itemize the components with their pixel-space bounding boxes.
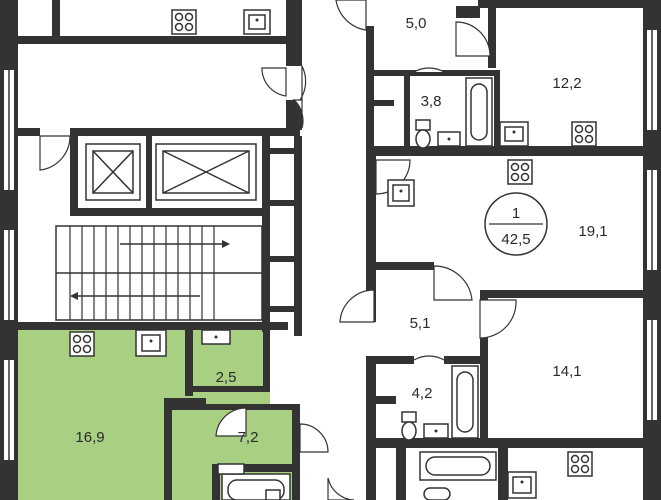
bathtub-icon xyxy=(451,365,479,439)
fixtures xyxy=(69,9,597,500)
room-area-label: 14,1 xyxy=(552,363,581,380)
sink-icon xyxy=(243,9,271,35)
highlighted-apartment[interactable] xyxy=(18,330,292,500)
room-labels: 5,0 3,8 12,2 19,1 5,1 4,2 14,1 16,9 2,5 … xyxy=(75,15,607,446)
bathtub-icon xyxy=(419,451,497,481)
sink-icon xyxy=(387,179,415,207)
stove-icon xyxy=(571,121,597,147)
washbasin-icon xyxy=(423,423,449,439)
room-area-label: 7,2 xyxy=(238,429,259,446)
room-area-label: 5,0 xyxy=(406,15,427,32)
toilet-icon xyxy=(423,487,451,500)
toilet-icon xyxy=(401,411,417,441)
toilet-icon xyxy=(415,119,431,149)
toilet-icon xyxy=(265,489,281,500)
stove-icon xyxy=(507,159,533,185)
bathtub-icon xyxy=(465,77,493,147)
stove-icon xyxy=(567,451,593,477)
room-area-label: 3,8 xyxy=(421,93,442,110)
apartment-badge[interactable]: 1 42,5 xyxy=(484,192,548,256)
washbasin-icon xyxy=(217,463,245,475)
room-area-label: 19,1 xyxy=(578,223,607,240)
apartment-area: 42,5 xyxy=(501,231,530,248)
doors xyxy=(39,0,517,500)
staircase xyxy=(55,225,263,321)
sink-icon xyxy=(507,471,537,499)
room-area-label: 5,1 xyxy=(410,315,431,332)
elevator-left xyxy=(85,143,141,201)
stove-icon xyxy=(171,9,197,35)
highlighted-apartment-area[interactable] xyxy=(18,330,292,500)
washbasin-icon xyxy=(201,329,231,345)
room-area-label: 4,2 xyxy=(412,385,433,402)
washbasin-icon xyxy=(437,131,461,147)
room-area-label: 12,2 xyxy=(552,75,581,92)
room-area-label: 16,9 xyxy=(75,429,104,446)
elevator-right xyxy=(155,143,257,201)
room-area-label: 2,5 xyxy=(216,369,237,386)
sink-icon xyxy=(135,329,167,357)
sink-icon xyxy=(499,121,529,147)
stove-icon xyxy=(69,331,95,357)
apartment-number: 1 xyxy=(512,205,520,222)
